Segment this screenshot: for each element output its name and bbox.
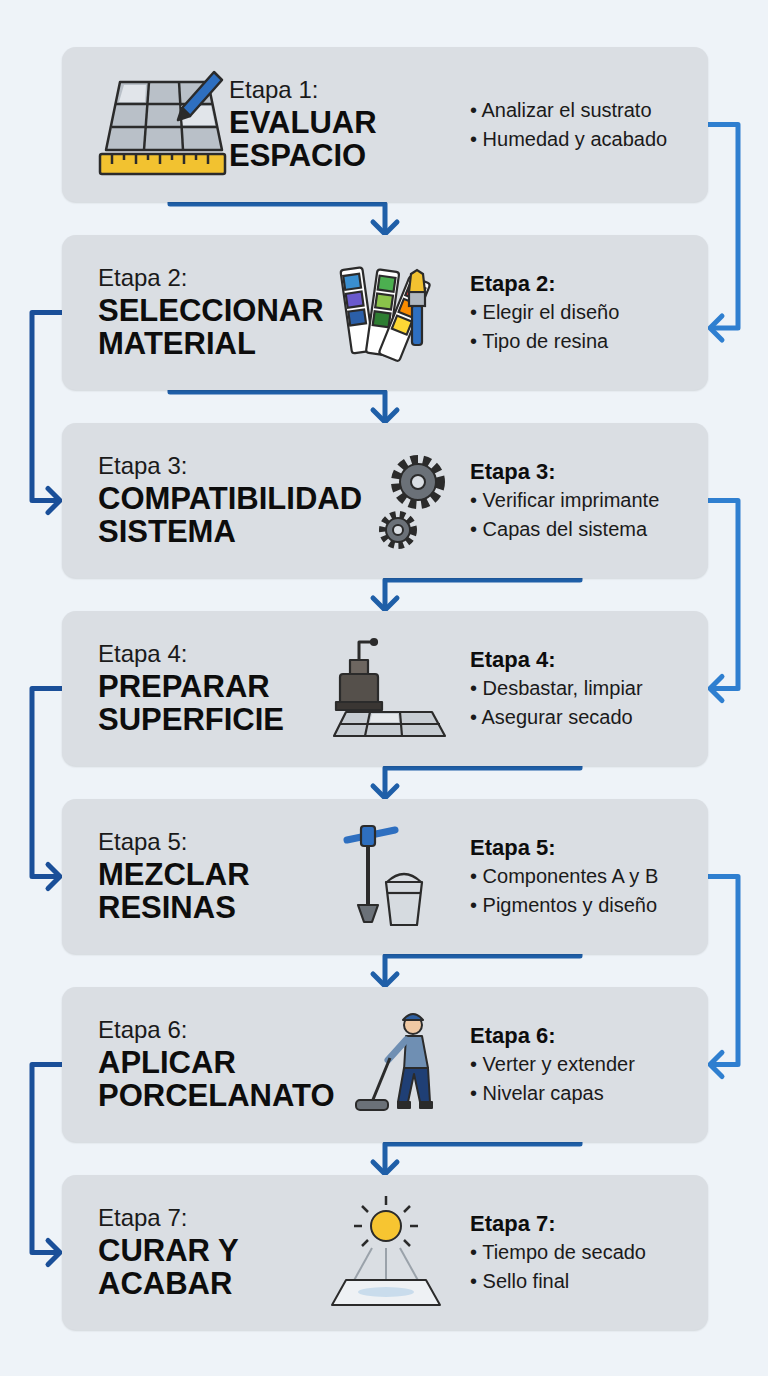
arrow-line [385, 766, 580, 797]
stage-detail-group: • Analizar el sustrato• Humedad y acabad… [470, 96, 667, 154]
arrow-head [48, 865, 60, 889]
detail-bullet: • Verter y extender [470, 1050, 635, 1079]
detail-bullet: • Nivelar capas [470, 1079, 635, 1108]
detail-heading: Etapa 6: [470, 1022, 635, 1050]
arrow-line [708, 877, 738, 1065]
arrow-head [373, 974, 397, 986]
arrow-line [385, 1142, 580, 1173]
stage-heading-group: Etapa 5:MEZCLAR RESINAS [98, 828, 338, 925]
stage-detail-group: Etapa 2:• Elegir el diseño• Tipo de resi… [470, 270, 619, 356]
detail-bullet: • Elegir el diseño [470, 298, 619, 327]
swatch-fan-icon [340, 267, 430, 361]
flow-arrow [708, 877, 738, 1077]
flow-arrow [708, 501, 738, 701]
arrow-head [373, 1162, 397, 1174]
flow-arrow [373, 954, 580, 986]
flow-arrow [32, 689, 62, 889]
detail-bullet: • Verificar imprimante [470, 486, 659, 515]
stage-title: SELECCIONAR MATERIAL [98, 294, 338, 361]
arrow-line [385, 954, 580, 985]
arrow-line [170, 202, 385, 233]
arrow-line [385, 578, 580, 609]
stage-detail-group: Etapa 4:• Desbastar, limpiar• Asegurar s… [470, 646, 643, 732]
arrow-head [710, 316, 722, 340]
flow-arrow [32, 1065, 62, 1265]
arrow-head [48, 489, 60, 513]
sun-floor-icon [332, 1196, 440, 1305]
stage-number: Etapa 6: [98, 1016, 353, 1044]
arrow-head [373, 222, 397, 234]
stage-number: Etapa 4: [98, 640, 338, 668]
stage-title: MEZCLAR RESINAS [98, 858, 338, 925]
stage-title: PREPARAR SUPERFICIE [98, 670, 338, 737]
stage-detail-group: Etapa 5:• Componentes A y B• Pigmentos y… [470, 834, 658, 920]
detail-heading: Etapa 5: [470, 834, 658, 862]
stage-heading-group: Etapa 1:EVALUAR ESPACIO [229, 76, 404, 173]
stage-detail-group: Etapa 6:• Verter y extender• Nivelar cap… [470, 1022, 635, 1108]
stage-heading-group: Etapa 3:COMPATIBILIDAD SISTEMA [98, 452, 383, 549]
detail-bullet: • Capas del sistema [470, 515, 659, 544]
stage-box: Etapa 1:EVALUAR ESPACIO • Analizar el sus… [62, 47, 708, 202]
stage-number: Etapa 1: [229, 76, 404, 104]
arrow-head [710, 1053, 722, 1077]
stage-title: EVALUAR ESPACIO [229, 106, 404, 173]
detail-bullet: • Desbastar, limpiar [470, 674, 643, 703]
stage-detail-group: Etapa 7:• Tiempo de secado• Sello final [470, 1210, 646, 1296]
stage-detail-group: Etapa 3:• Verificar imprimante• Capas de… [470, 458, 659, 544]
stage-box: Etapa 3:COMPATIBILIDAD SISTEMAEtapa 3:• … [62, 423, 708, 578]
flow-arrow [170, 202, 397, 234]
detail-bullet: • Componentes A y B [470, 862, 658, 891]
worker-icon [356, 1014, 432, 1110]
stage-number: Etapa 3: [98, 452, 383, 480]
stage-box: Etapa 2:SELECCIONAR MATERIALEtapa 2:• El… [62, 235, 708, 390]
arrow-line [708, 501, 738, 689]
detail-bullet: • Humedad y acabado [470, 125, 667, 154]
arrow-line [32, 1065, 62, 1253]
detail-bullet: • Tipo de resina [470, 327, 619, 356]
arrow-line [708, 125, 738, 329]
stage-box: Etapa 6:APLICAR PORCELANATOEtapa 6:• Ver… [62, 987, 708, 1142]
stage-box: Etapa 7:CURAR Y ACABAREtapa 7:• Tiempo d… [62, 1175, 708, 1330]
arrow-head [373, 786, 397, 798]
stage-title: APLICAR PORCELANATO [98, 1046, 353, 1113]
grinder-icon [334, 639, 445, 736]
flow-arrow [170, 390, 397, 422]
arrow-head [710, 677, 722, 701]
arrow-line [32, 313, 62, 501]
stage-number: Etapa 5: [98, 828, 338, 856]
stage-heading-group: Etapa 6:APLICAR PORCELANATO [98, 1016, 353, 1113]
stage-number: Etapa 7: [98, 1204, 298, 1232]
detail-bullet: • Sello final [470, 1267, 646, 1296]
arrow-head [373, 410, 397, 422]
detail-bullet: • Tiempo de secado [470, 1238, 646, 1267]
arrow-line [170, 390, 385, 421]
detail-bullet: • Pigmentos y diseño [470, 891, 658, 920]
mixer-bucket-icon [347, 826, 422, 925]
arrow-line [32, 689, 62, 877]
stage-box: Etapa 5:MEZCLAR RESINASEtapa 5:• Compone… [62, 799, 708, 954]
flow-arrow [373, 766, 580, 798]
stage-title: COMPATIBILIDAD SISTEMA [98, 482, 383, 549]
stage-box: Etapa 4:PREPARAR SUPERFICIEEtapa 4:• Des… [62, 611, 708, 766]
stage-heading-group: Etapa 7:CURAR Y ACABAR [98, 1204, 298, 1301]
detail-bullet: • Asegurar secado [470, 703, 643, 732]
detail-heading: Etapa 2: [470, 270, 619, 298]
flow-arrow [373, 1142, 580, 1174]
tiles-ruler-icon [100, 72, 225, 174]
arrow-head [373, 598, 397, 610]
flow-arrow [32, 313, 62, 513]
stage-title: CURAR Y ACABAR [98, 1234, 298, 1301]
detail-heading: Etapa 3: [470, 458, 659, 486]
detail-heading: Etapa 4: [470, 646, 643, 674]
stage-heading-group: Etapa 4:PREPARAR SUPERFICIE [98, 640, 338, 737]
flow-arrow [708, 125, 738, 341]
stage-heading-group: Etapa 2:SELECCIONAR MATERIAL [98, 264, 338, 361]
detail-heading: Etapa 7: [470, 1210, 646, 1238]
stage-number: Etapa 2: [98, 264, 338, 292]
flow-arrow [373, 578, 580, 610]
gears-icon [383, 460, 440, 545]
arrow-head [48, 1241, 60, 1265]
detail-bullet: • Analizar el sustrato [470, 96, 667, 125]
